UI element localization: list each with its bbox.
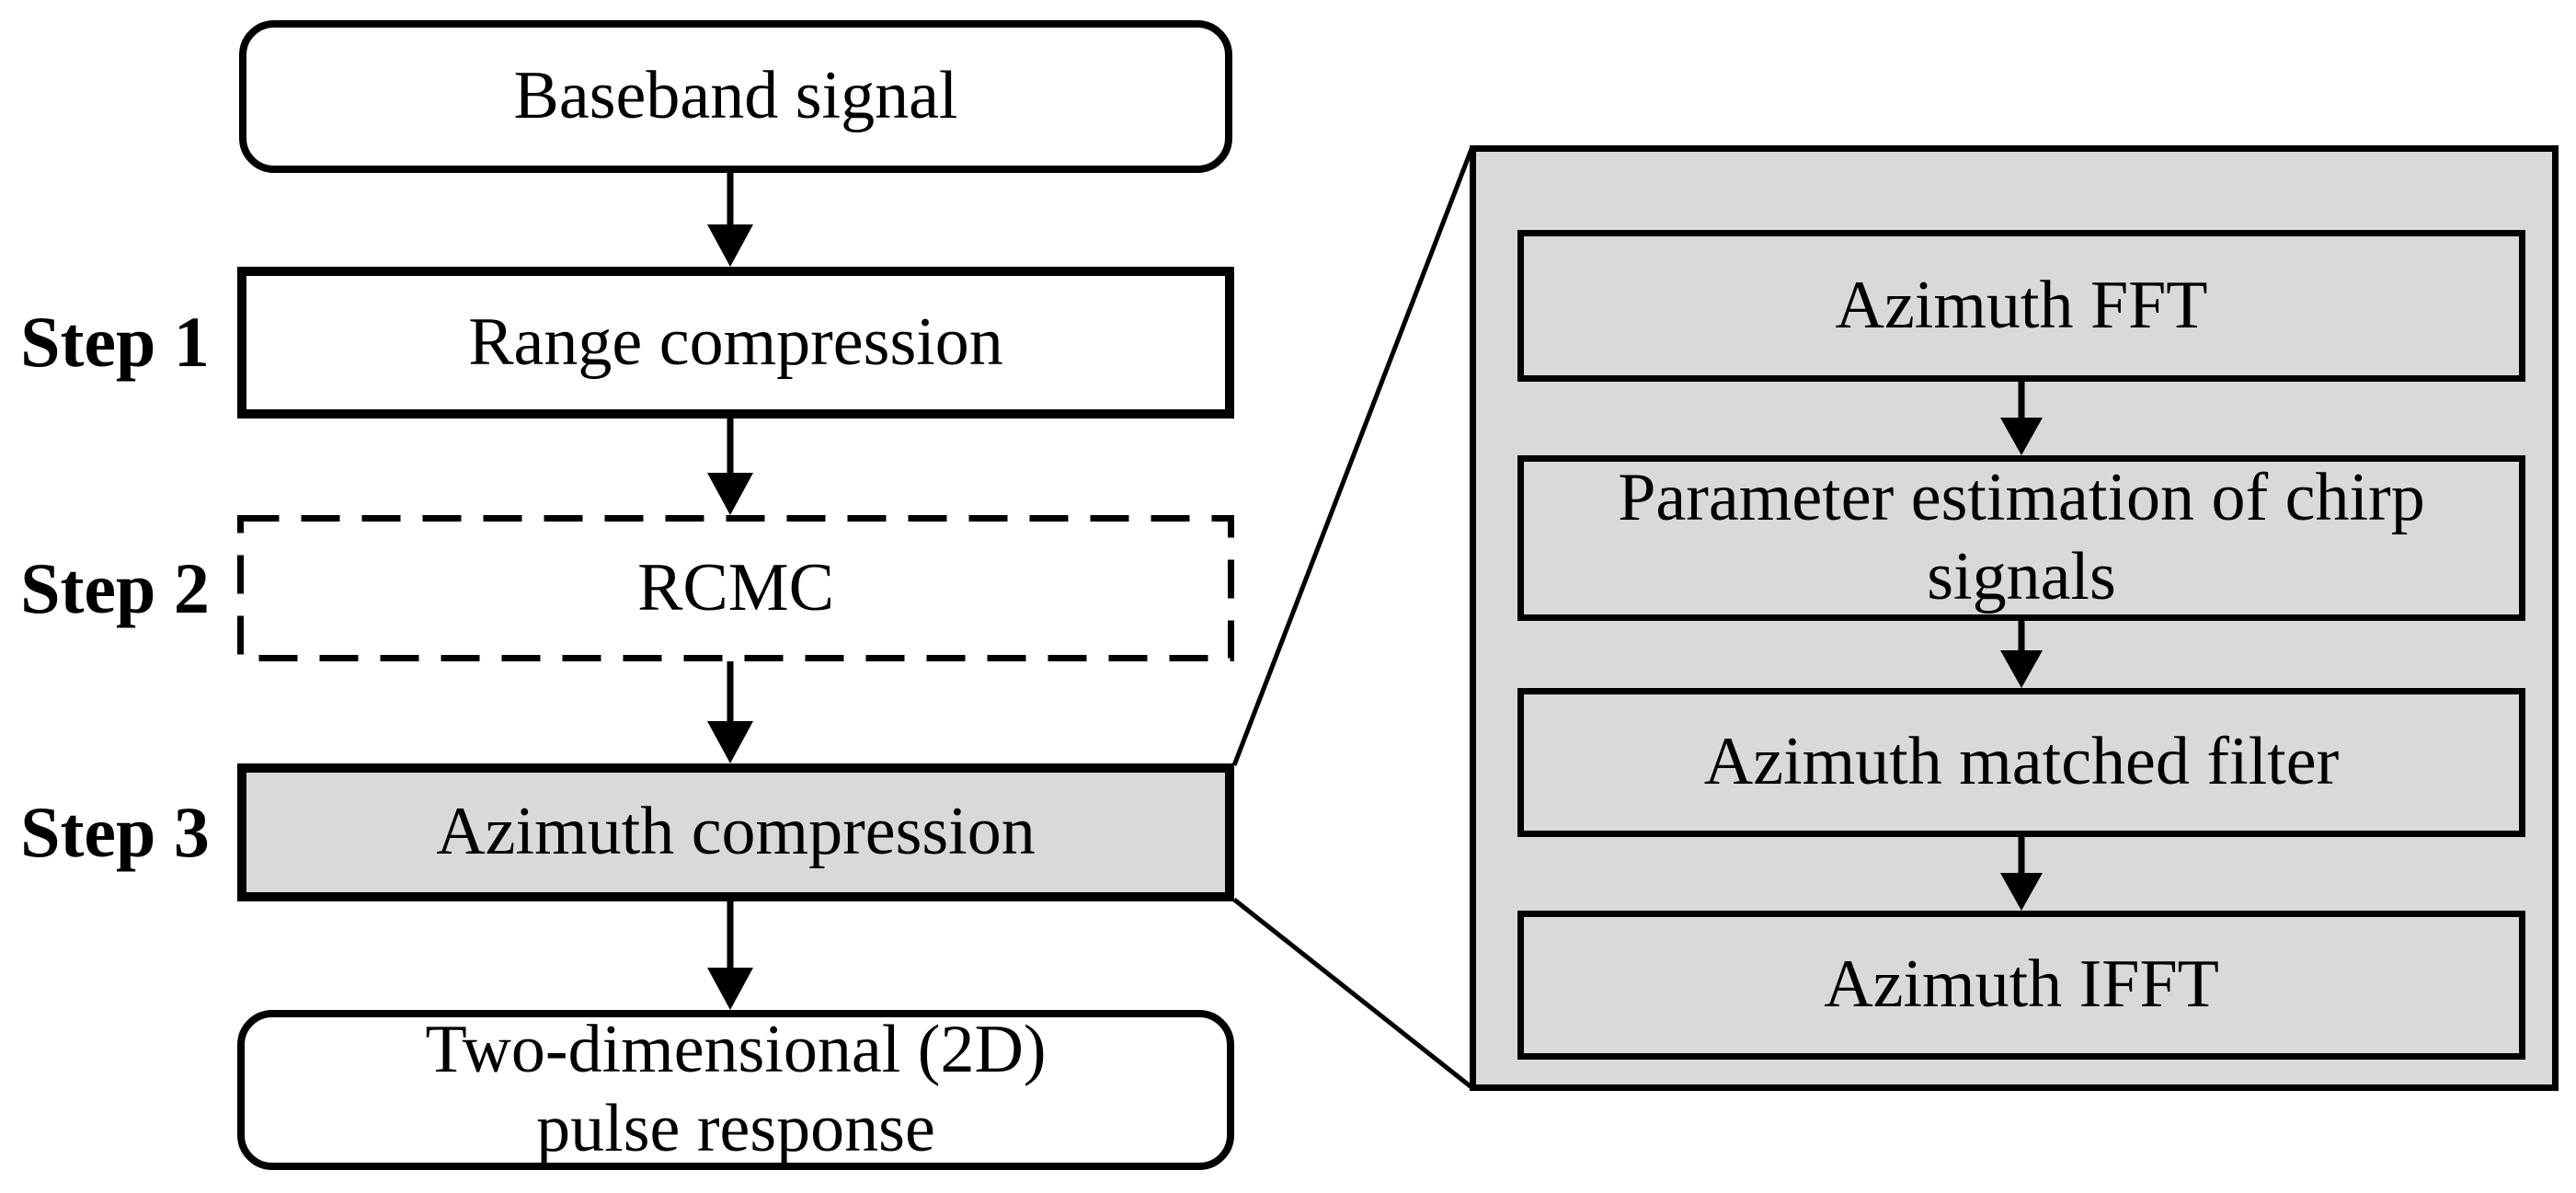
down-arrow xyxy=(2000,621,2043,688)
node-label: Baseband signal xyxy=(513,58,958,134)
node-label: RCMC xyxy=(637,549,834,625)
node-label: Range compression xyxy=(468,304,1003,380)
node-label: Azimuth FFT xyxy=(1835,267,2208,343)
detail-node-parameter-estimation: Parameter estimation of chirp signals xyxy=(1517,455,2525,621)
down-arrow xyxy=(707,901,753,1010)
node-range-compression: Range compression xyxy=(237,267,1234,419)
node-rcmc: RCMC xyxy=(237,515,1234,661)
down-arrow xyxy=(707,419,753,515)
node-label: Azimuth IFFT xyxy=(1824,946,2219,1023)
down-arrow xyxy=(2000,382,2043,455)
step-label-1: Step 1 xyxy=(0,296,230,388)
down-arrow xyxy=(2000,837,2043,911)
node-label-line1: Two-dimensional (2D) xyxy=(425,1012,1047,1088)
rcmc-dashed-border xyxy=(237,515,1234,661)
step-label-3: Step 3 xyxy=(0,786,230,878)
node-label: Azimuth compression xyxy=(436,794,1036,870)
down-arrow xyxy=(707,661,753,763)
node-label-line1: Parameter estimation of chirp xyxy=(1618,460,2425,536)
node-baseband-signal: Baseband signal xyxy=(239,20,1232,173)
step-label-text: Step 1 xyxy=(20,302,210,382)
step-label-text: Step 3 xyxy=(20,792,210,872)
connector-line-bottom xyxy=(1232,898,1473,1089)
node-label-line2: signals xyxy=(1927,539,2116,614)
node-azimuth-compression: Azimuth compression xyxy=(237,763,1234,901)
detail-node-azimuth-fft: Azimuth FFT xyxy=(1517,230,2525,382)
connector-line-top xyxy=(1231,148,1474,766)
detail-node-azimuth-ifft: Azimuth IFFT xyxy=(1517,911,2525,1060)
step-label-text: Step 2 xyxy=(20,548,210,628)
node-2d-pulse-response: Two-dimensional (2D) pulse response xyxy=(237,1010,1234,1170)
step-label-2: Step 2 xyxy=(0,543,230,635)
detail-node-azimuth-matched-filter: Azimuth matched filter xyxy=(1517,688,2525,837)
node-label: Azimuth matched filter xyxy=(1703,724,2340,800)
down-arrow xyxy=(707,173,753,267)
node-label-line2: pulse response xyxy=(536,1091,935,1166)
